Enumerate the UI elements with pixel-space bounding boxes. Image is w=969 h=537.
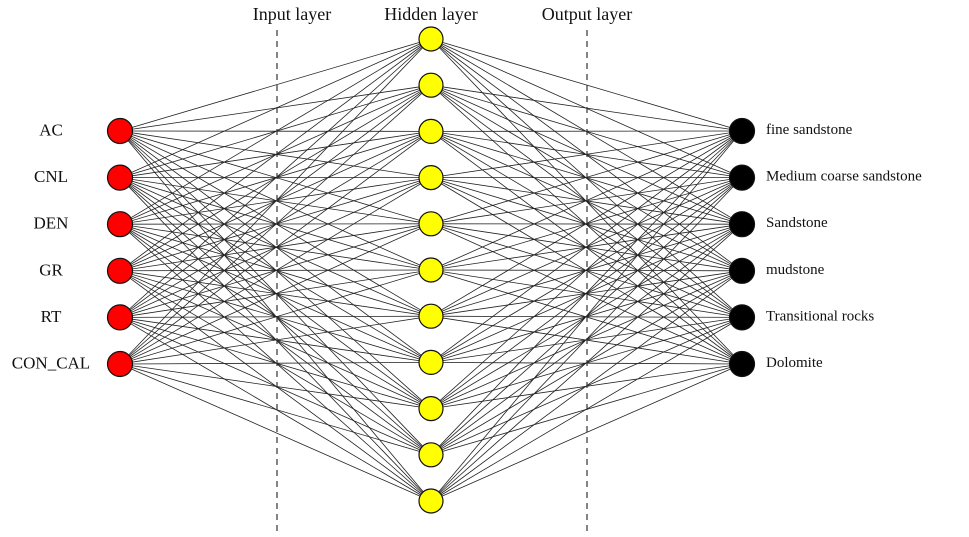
input-hidden-connection [120,85,431,364]
input-node-1 [108,119,133,144]
output-node-1 [730,119,755,144]
input-label: RT [41,307,62,326]
hidden-node-7 [419,304,443,328]
output-node-4 [730,258,755,283]
input-label: AC [39,121,63,140]
input-hidden-connection [120,364,431,501]
output-layer-title: Output layer [542,4,632,24]
nodes [108,27,755,513]
input-node-5 [108,305,133,330]
input-node-6 [108,352,133,377]
output-label: Transitional rocks [766,308,874,324]
output-node-6 [730,352,755,377]
input-hidden-connection [120,39,431,178]
input-label: DEN [34,214,69,233]
input-labels: AC CNL DEN GR RT CON_CAL [12,121,90,373]
hidden-node-8 [419,350,443,374]
output-label: mudstone [766,262,825,278]
hidden-node-9 [419,397,443,421]
input-layer-title: Input layer [253,4,331,24]
output-node-2 [730,165,755,190]
hidden-node-3 [419,119,443,143]
output-node-5 [730,305,755,330]
output-label: Sandstone [766,215,828,231]
hidden-node-6 [419,258,443,282]
hidden-node-2 [419,73,443,97]
input-hidden-connection [120,39,431,271]
input-hidden-connection [120,364,431,455]
hidden-node-11 [419,489,443,513]
input-hidden-connection [120,39,431,131]
input-hidden-connection [120,39,431,364]
input-hidden-connection [120,131,431,364]
hidden-node-10 [419,443,443,467]
input-label: GR [39,260,63,279]
input-hidden-connection [120,364,431,409]
input-node-3 [108,212,133,237]
input-node-2 [108,165,133,190]
hidden-node-1 [419,27,443,51]
output-node-3 [730,212,755,237]
input-label: CNL [34,167,68,186]
output-label: fine sandstone [766,122,853,138]
output-label: Dolomite [766,355,823,371]
output-label: Medium coarse sandstone [766,169,922,185]
input-label: CON_CAL [12,354,90,373]
input-hidden-connection [120,39,431,317]
input-hidden-connection [120,316,431,364]
input-node-4 [108,258,133,283]
hidden-node-5 [419,212,443,236]
hidden-layer-title: Hidden layer [384,4,477,24]
hidden-node-4 [419,166,443,190]
